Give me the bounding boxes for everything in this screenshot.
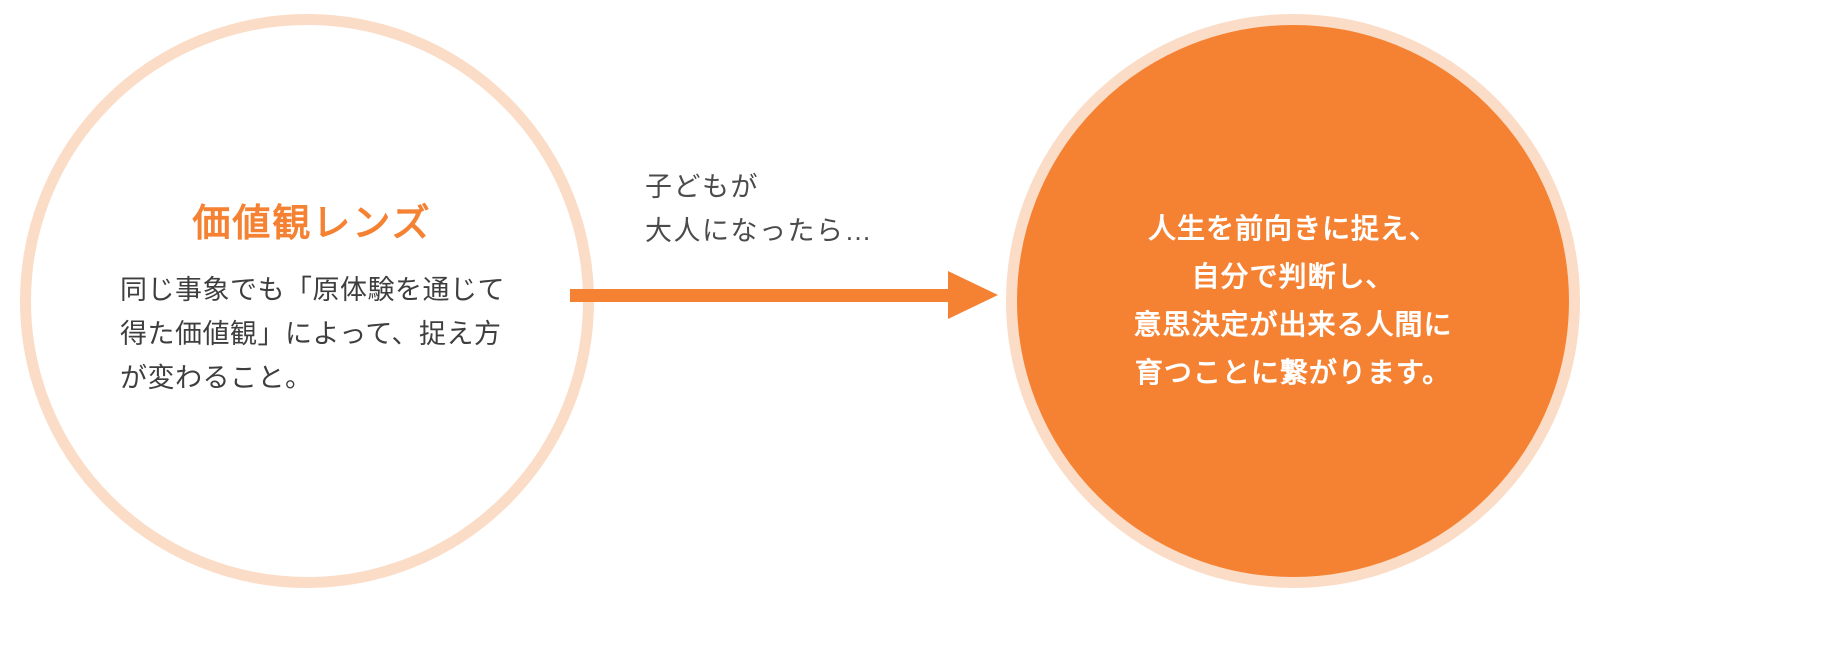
- left-circle-content: 価値観レンズ 同じ事象でも「原体験を通じて得た価値観」によって、捉え方が変わるこ…: [112, 202, 512, 401]
- left-circle-heading: 価値観レンズ: [192, 202, 432, 245]
- flow-arrow: [570, 268, 1000, 328]
- right-outcome-circle: 人生を前向きに捉え、 自分で判断し、 意思決定が出来る人間に 育つことに繋がりま…: [1006, 14, 1580, 588]
- right-circle-body-text: 人生を前向きに捉え、 自分で判断し、 意思決定が出来る人間に 育つことに繋がりま…: [1133, 212, 1453, 389]
- arrow-caption-label: 子どもが 大人になったら…: [645, 172, 873, 246]
- left-circle-body-text: 同じ事象でも「原体験を通じて得た価値観」によって、捉え方が変わること。: [120, 275, 505, 393]
- left-concept-circle: 価値観レンズ 同じ事象でも「原体験を通じて得た価値観」によって、捉え方が変わるこ…: [20, 14, 594, 588]
- arrow-head-icon: [948, 271, 998, 319]
- right-circle-content: 人生を前向きに捉え、 自分で判断し、 意思決定が出来る人間に 育つことに繋がりま…: [1063, 205, 1523, 398]
- arrow-shaft: [570, 289, 960, 302]
